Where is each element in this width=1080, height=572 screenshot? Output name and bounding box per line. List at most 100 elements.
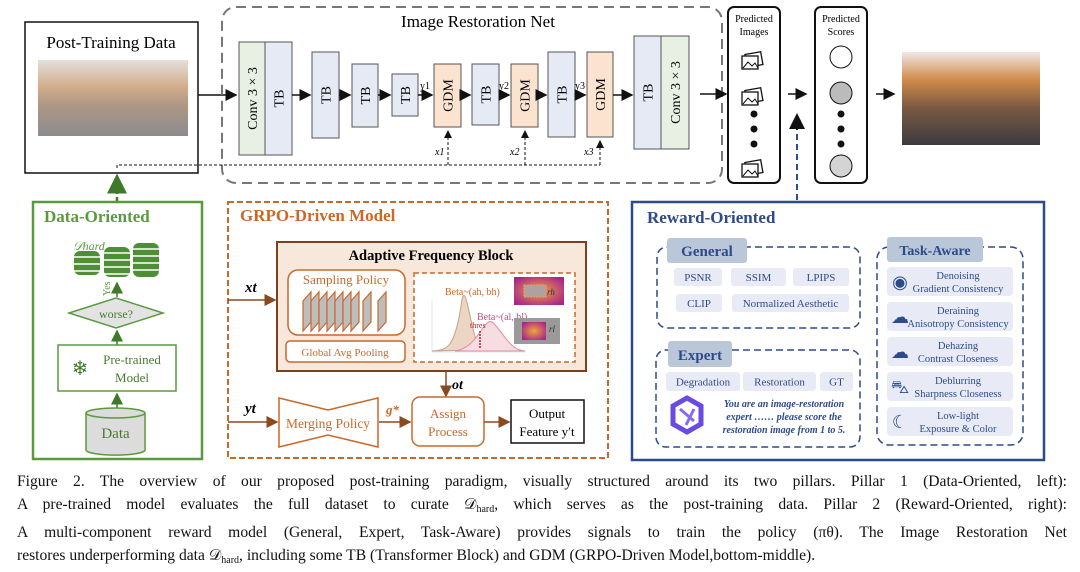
general-metric-chip: PSNR xyxy=(674,268,722,286)
pretrained-label-2: Model xyxy=(115,370,149,385)
assign-label-2: Process xyxy=(428,424,468,439)
general-metric-chip-label: Normalized Aesthetic xyxy=(743,298,839,310)
image-restoration-net: Image Restoration Net Conv 3 × 3 TB TB TB TB… xyxy=(116,6,723,184)
conv-block: Conv 3 × 3 xyxy=(238,41,266,156)
tb-block: TB xyxy=(547,51,576,138)
conv-label: Conv 3 × 3 xyxy=(669,61,684,124)
tb-label: TB xyxy=(273,90,288,108)
database-icon xyxy=(74,251,100,275)
beta-distribution-plot xyxy=(431,295,526,353)
grpo-driven-model-panel: GRPO-Driven Model Adaptive Frequency Blo… xyxy=(227,201,609,459)
snowflake-icon: ❄ xyxy=(72,358,89,380)
score-circle xyxy=(829,81,853,105)
tb-label: TB xyxy=(359,87,374,105)
task-title: Dehazing xyxy=(938,341,979,352)
general-metric-chip-label: PSNR xyxy=(684,272,712,284)
caption-line-2: A pre-trained model evaluates the full d… xyxy=(17,493,1067,521)
caption-text: , which serves as the post-training data… xyxy=(494,496,1067,513)
x-t-label: xt xyxy=(244,280,258,296)
tb-label: TB xyxy=(642,84,657,102)
tb-block: TB xyxy=(264,41,293,156)
grpo-title: GRPO-Driven Model xyxy=(240,206,396,225)
global-avg-pooling-box xyxy=(285,340,406,363)
general-metric-chip: SSIM xyxy=(731,268,786,286)
post-training-title: Post-Training Data xyxy=(46,33,176,52)
y-label: y2 xyxy=(499,81,509,92)
r-l-label: rl xyxy=(549,324,556,334)
predicted-images-title-2: Images xyxy=(740,27,769,38)
image-icon xyxy=(741,50,764,70)
task-title: Denoising xyxy=(936,271,980,282)
gdm-label: GDM xyxy=(442,79,457,112)
expert-input-chip: GT xyxy=(820,372,853,391)
data-oriented-title: Data-Oriented xyxy=(44,207,150,226)
tb-block: TB xyxy=(311,51,340,139)
output-label-1: Output xyxy=(529,406,566,421)
data-oriented-panel: Data-Oriented 𝒟hard Yes worse? ❄ Pre-tra… xyxy=(31,200,204,461)
tb-label: TB xyxy=(556,86,571,104)
general-metric-chip-label: CLIP xyxy=(687,298,711,310)
restored-output-image xyxy=(902,52,1040,145)
beta-l-label: Beta~(al, bl) xyxy=(477,312,527,323)
general-group xyxy=(656,246,861,329)
g-star-label: g* xyxy=(385,402,400,417)
score-circle xyxy=(829,45,853,69)
general-tab: General xyxy=(681,244,733,260)
predicted-scores-panel: Predicted Scores xyxy=(814,6,868,184)
gdm-label: GDM xyxy=(519,79,534,112)
caption-subscript: hard xyxy=(221,555,240,566)
net-title: Image Restoration Net xyxy=(401,12,555,31)
sampling-policy-label: Sampling Policy xyxy=(303,272,390,287)
predicted-scores-title-1: Predicted xyxy=(822,14,860,25)
database-icon xyxy=(133,243,159,277)
qwen-logo-icon xyxy=(670,395,704,435)
post-training-image xyxy=(38,60,188,136)
caption-line-1: Figure 2. The overview of our proposed p… xyxy=(17,473,1067,490)
task-metric: Sharpness Closeness xyxy=(914,389,1001,400)
caption-line-3: A multi-component reward model (General,… xyxy=(17,524,1067,541)
expert-input-chip-label: GT xyxy=(829,377,844,389)
task-title: Deraining xyxy=(937,306,980,317)
task-title: Low-light xyxy=(937,411,979,422)
general-metric-chip: CLIP xyxy=(676,294,722,312)
haze-cloud-icon: ☁ xyxy=(891,342,909,362)
x1-label: x1 xyxy=(434,147,444,158)
beta-h-label: Beta~(ah, bh) xyxy=(445,287,500,298)
expert-prompt-line-1: You are an image-restoration xyxy=(724,399,845,410)
tb-label: TB xyxy=(399,86,414,104)
figure-caption: Figure 2. The overview of our proposed p… xyxy=(17,470,1067,572)
yes-label: Yes xyxy=(102,281,113,296)
data-cylinder xyxy=(85,407,146,456)
pretrained-label-1: Pre-trained xyxy=(103,352,161,367)
expert-input-chip: Degradation xyxy=(666,372,740,391)
task-metric: Exposure & Color xyxy=(920,424,997,435)
expert-input-chip: Restoration xyxy=(743,372,816,391)
tb-label: TB xyxy=(480,86,495,104)
image-icon xyxy=(741,158,764,178)
caption-text: restores underperforming data 𝒟 xyxy=(17,547,222,564)
x2-label: x2 xyxy=(509,147,519,158)
x3-label: x3 xyxy=(583,147,593,158)
y-label: y3 xyxy=(575,81,585,92)
overview-diagram: Post-Training Data Image Restoration Net… xyxy=(24,6,1046,462)
expert-tab: Expert xyxy=(678,348,722,364)
sound-wave-icon: ◉ xyxy=(892,272,908,292)
expert-input-chip-label: Restoration xyxy=(754,377,805,389)
moon-stars-icon: ☾ xyxy=(892,412,908,432)
caption-subscript: hard xyxy=(476,504,495,515)
predicted-scores-title-2: Scores xyxy=(828,27,855,38)
caption-text: A pre-trained model evaluates the full d… xyxy=(17,496,477,513)
y-label: y1 xyxy=(420,81,430,92)
gdm-block: GDM xyxy=(433,63,462,128)
tb-label: TB xyxy=(320,86,335,104)
post-training-data-panel: Post-Training Data xyxy=(24,21,199,174)
task-title: Deblurring xyxy=(935,376,982,387)
gdm-block: GDM xyxy=(510,63,539,128)
merging-policy-label: Merging Policy xyxy=(286,416,370,431)
task-metric: Anisotropy Consistency xyxy=(907,319,1009,330)
gdm-label: GDM xyxy=(594,78,609,111)
